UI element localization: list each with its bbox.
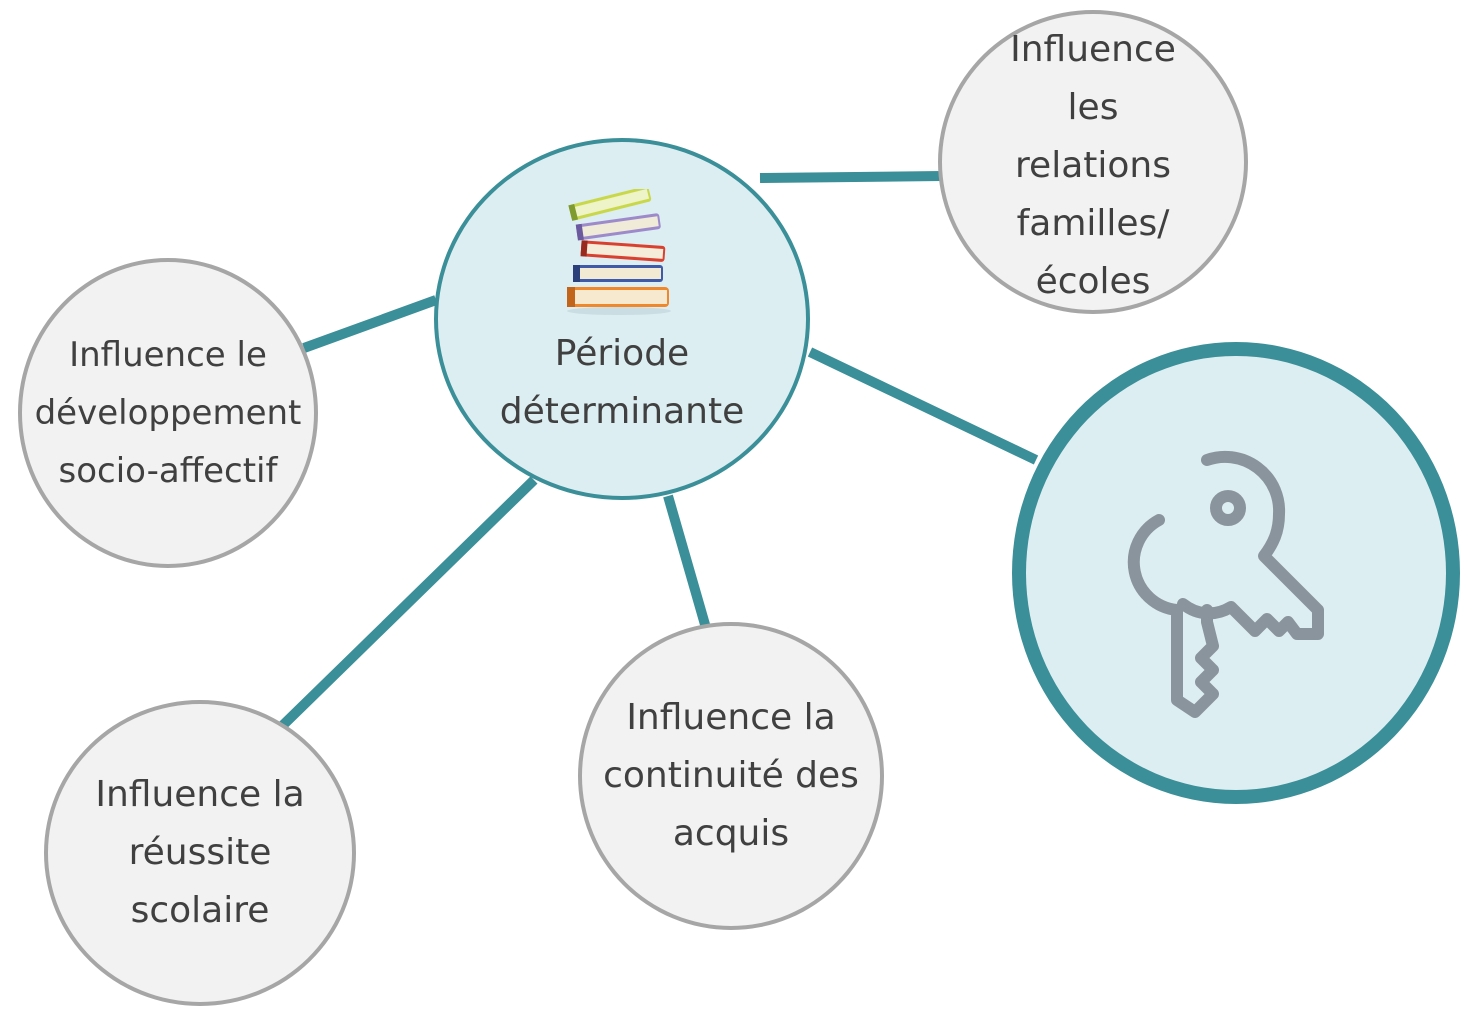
books-stack-icon [567,189,671,315]
center-node-label: Période déterminante [499,333,745,432]
node-reussite-scolaire: Influence la réussite scolaire [44,700,356,1006]
connector-socio [302,295,438,353]
node-continuite-label: Influence la continuité des acquis [603,697,859,854]
node-relations-familles-ecoles: Influence les relations familles/ écoles [938,10,1248,314]
node-relations-label: Influence les relations familles/ écoles [1010,29,1176,302]
keys-icon [1127,450,1324,718]
connector-key [807,347,1039,465]
connector-reussite [274,476,538,734]
key-node [1012,342,1460,804]
node-continuite-acquis: Influence la continuité des acquis [578,622,884,930]
node-socio-label: Influence le développement socio-affecti… [34,335,302,491]
connector-relations [759,171,943,183]
center-node-periode-determinante: Période déterminante [434,138,810,500]
node-developpement-socio-affectif: Influence le développement socio-affecti… [18,258,318,568]
connector-continuite [663,494,711,630]
node-reussite-label: Influence la réussite scolaire [95,774,305,931]
